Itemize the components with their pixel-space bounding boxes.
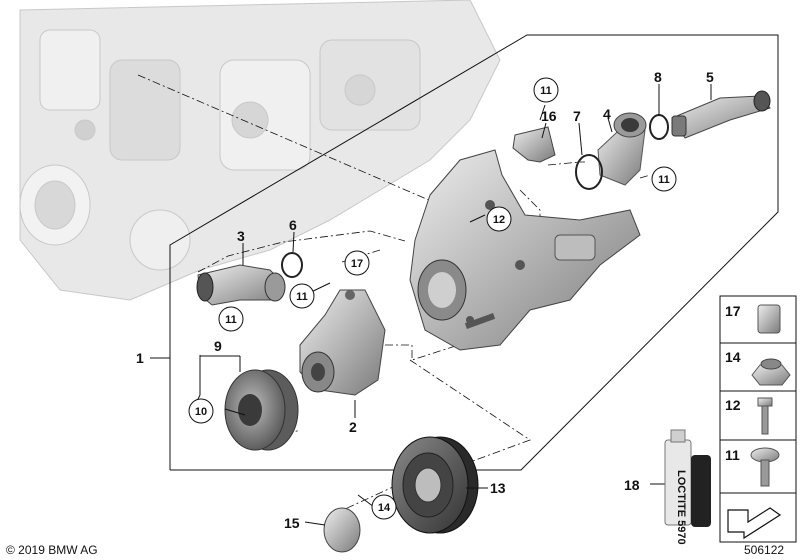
- callout-9: 9: [214, 338, 222, 354]
- cover-cap: [323, 507, 361, 553]
- svg-text:10: 10: [195, 406, 207, 418]
- vibration-damper: [391, 436, 479, 534]
- water-pump: [299, 289, 386, 396]
- circled-callout-10: 10: [188, 398, 214, 424]
- svg-text:14: 14: [725, 349, 741, 365]
- callout-5: 5: [706, 69, 714, 85]
- svg-text:17: 17: [725, 303, 741, 319]
- svg-text:11: 11: [540, 85, 552, 97]
- callout-3: 3: [237, 228, 245, 244]
- water-pump-pulley: [224, 369, 299, 451]
- legend-item-bolt: 12: [725, 397, 773, 435]
- callout-8: 8: [654, 69, 662, 85]
- circled-callout-11-thermostat: 11: [651, 166, 677, 192]
- diagram-id: 506122: [744, 543, 784, 557]
- legend-item-screw: 11: [725, 447, 780, 487]
- assembly-frame: [169, 34, 779, 471]
- svg-text:11: 11: [296, 291, 308, 303]
- circled-callout-11-connection: 11: [218, 306, 244, 332]
- o-ring-6: [281, 252, 303, 278]
- svg-text:11: 11: [225, 314, 237, 326]
- legend-item-sleeve: 17: [725, 303, 781, 334]
- legend-panel: [719, 295, 797, 543]
- callout-16: 16: [541, 108, 557, 124]
- callout-4: 4: [603, 106, 611, 122]
- bracket: [512, 126, 556, 163]
- circled-callout-11-pump: 11: [289, 283, 315, 309]
- adhesive-tube: LOCTITE 5970: [664, 429, 711, 545]
- o-ring-large: [575, 154, 603, 190]
- timing-housing: [409, 149, 641, 351]
- svg-text:11: 11: [725, 447, 740, 463]
- legend-item-nut: 14: [725, 349, 791, 386]
- engine-block-image: [19, 0, 501, 301]
- circled-callout-12: 12: [486, 206, 512, 232]
- circled-callout-11-top: 11: [533, 77, 559, 103]
- svg-text:14: 14: [378, 502, 391, 514]
- svg-text:12: 12: [493, 214, 505, 226]
- callout-6: 6: [289, 217, 297, 233]
- callout-13: 13: [490, 480, 506, 496]
- callout-7: 7: [573, 108, 581, 124]
- circled-callout-17: 17: [344, 250, 370, 276]
- callout-2: 2: [349, 419, 357, 435]
- adhesive-label: LOCTITE 5970: [675, 470, 687, 545]
- svg-text:17: 17: [351, 258, 363, 270]
- callout-18: 18: [624, 477, 640, 493]
- copyright-text: © 2019 BMW AG: [6, 543, 98, 557]
- thermostat-housing: [597, 112, 647, 186]
- circled-callout-14: 14: [371, 494, 397, 520]
- svg-text:11: 11: [658, 174, 670, 186]
- o-ring-small: [649, 114, 669, 140]
- callout-15: 15: [284, 515, 300, 531]
- coolant-pipe: [671, 90, 771, 139]
- callout-1: 1: [136, 350, 144, 366]
- direction-arrow-icon: [727, 507, 782, 540]
- svg-text:12: 12: [725, 397, 741, 413]
- coolant-connection: [196, 264, 286, 306]
